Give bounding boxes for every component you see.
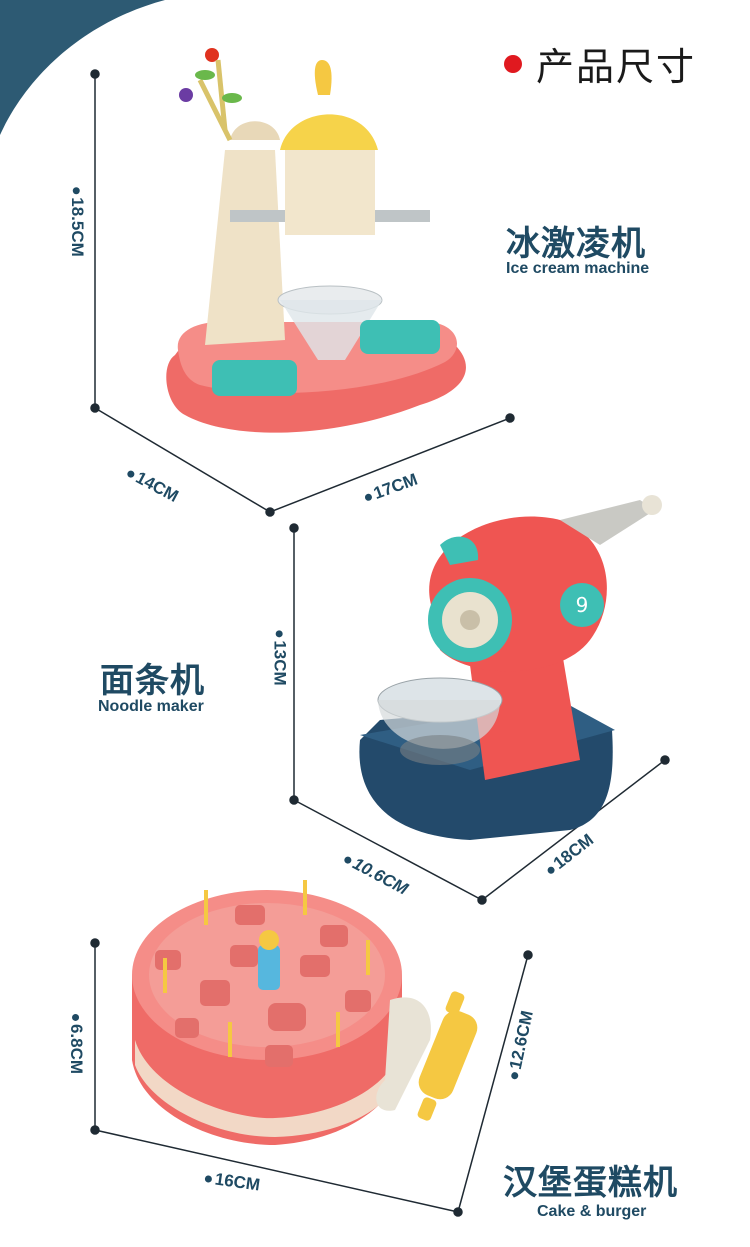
svg-text:9: 9 [576, 593, 589, 617]
section-title: 产品尺寸 [536, 45, 697, 89]
bullet-icon [363, 492, 373, 502]
product-name-cake: 汉堡蛋糕机 [503, 1163, 678, 1203]
dim-value: 18.5CM [67, 197, 87, 257]
bullet-icon [126, 469, 136, 479]
bullet-icon [343, 855, 353, 865]
dim-value: 6.8CM [67, 1023, 87, 1075]
dim-height-noodle: 13CM [270, 630, 290, 686]
cake-machine-image [132, 880, 478, 1145]
product-name-ice-cream: 冰激凌机 [506, 224, 646, 264]
product-subtitle-cake: Cake & burger [537, 1203, 647, 1220]
bullet-icon [72, 1013, 80, 1021]
product-subtitle-ice-cream: Ice cream machine [506, 260, 650, 277]
ice-cream-machine-image [166, 48, 466, 433]
bullet-icon [204, 1175, 213, 1183]
section-header: 产品尺寸 [504, 36, 696, 91]
noodle-maker-image: 9 [359, 495, 662, 840]
red-dot-icon [504, 54, 522, 73]
product-subtitle-noodle: Noodle maker [98, 698, 204, 715]
product-name-noodle: 面条机 [100, 661, 205, 701]
bullet-icon [72, 187, 80, 195]
bullet-icon [275, 630, 283, 638]
bullet-icon [510, 1071, 519, 1080]
dim-value: 13CM [270, 640, 290, 686]
dim-height-ice-cream: 18.5CM [67, 187, 87, 257]
corner-decoration [0, 0, 165, 135]
dim-height-cake: 6.8CM [66, 1013, 87, 1075]
